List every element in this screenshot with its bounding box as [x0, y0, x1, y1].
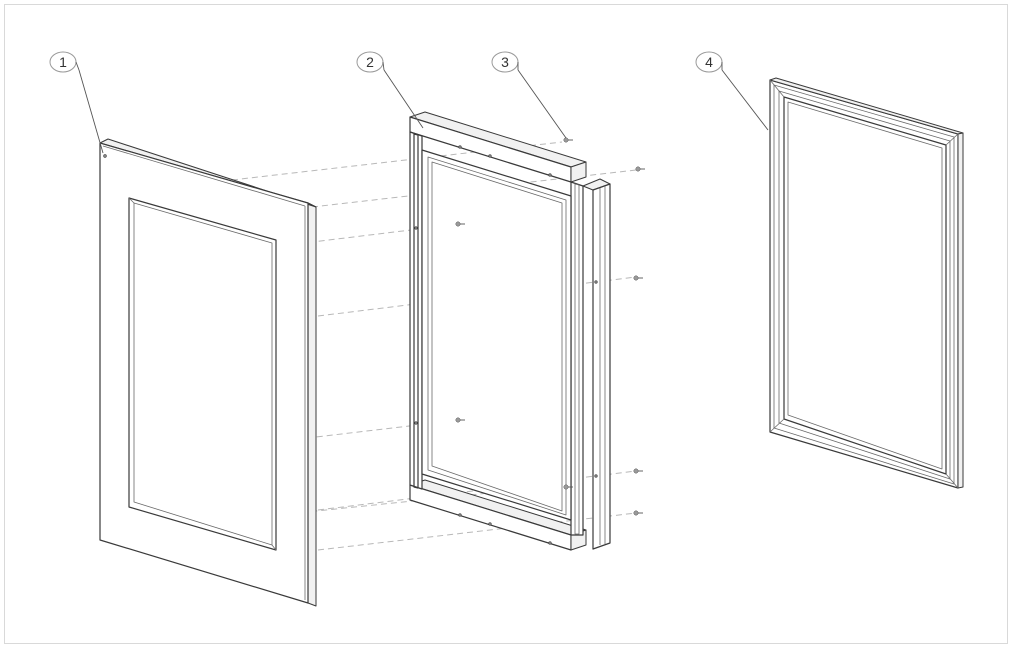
- callout-1: 1: [49, 51, 80, 73]
- callout-leaders: [78, 69, 769, 154]
- callout-4: 4: [695, 51, 723, 73]
- callout-1-label: 1: [59, 54, 67, 70]
- part-4-inner-trim-frame: [769, 77, 964, 489]
- callout-3: 3: [491, 51, 519, 73]
- callout-4-label: 4: [705, 54, 713, 70]
- callout-2: 2: [356, 51, 385, 73]
- callout-3-label: 3: [501, 54, 509, 70]
- frame-screw-holes: [414, 145, 598, 545]
- part-1-front-frame-panel: [99, 138, 317, 607]
- part-2-main-frame: [409, 111, 611, 551]
- part-3-screws: [455, 137, 645, 516]
- callout-2-label: 2: [366, 54, 374, 70]
